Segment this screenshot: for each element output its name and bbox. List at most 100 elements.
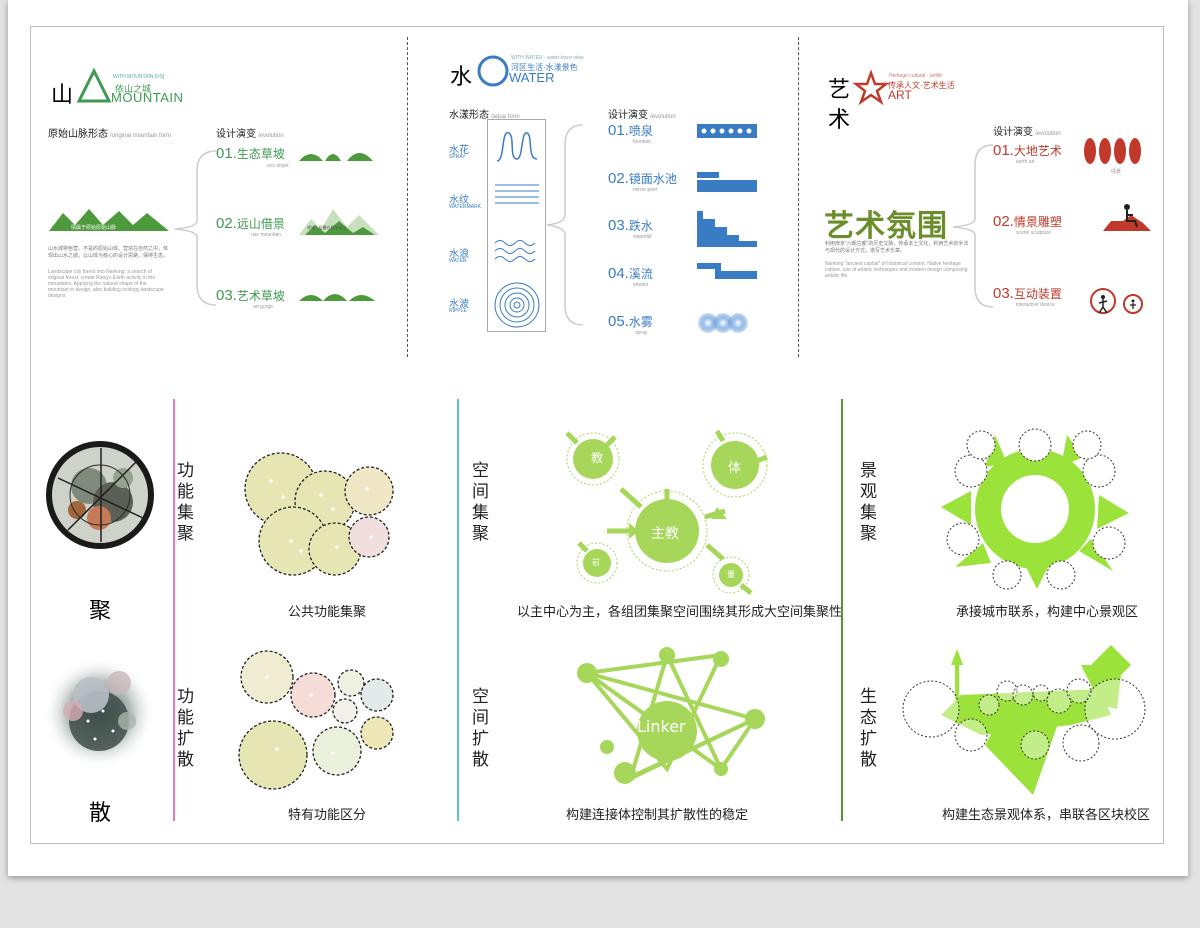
func-gather-label: 功能集聚 xyxy=(177,461,194,544)
space-spread-label: 空间扩散 xyxy=(472,687,489,770)
func-gather-bubbles xyxy=(244,452,394,576)
water-form-2-en: WATERMARK xyxy=(449,204,481,210)
bubble-b: 量 xyxy=(727,570,735,579)
caption-center: 以主中心为主，各组团集聚空间围绕其形成大空间集聚性 xyxy=(517,605,843,620)
art-title-en: ART xyxy=(888,88,912,102)
mountain-desc-cn: 山水城特色营，不是的原始山体。营造在自然之中，体现出山水之城，以山体为核心的设计… xyxy=(48,246,169,259)
art-evo-title: 设计演变/evolution xyxy=(993,127,1061,138)
art-item-1-note: 情景 xyxy=(1111,169,1122,175)
mountain-item-2-en: use mountain xyxy=(251,232,282,238)
water-item-1-en: fountain xyxy=(633,139,651,145)
teal-divider xyxy=(457,399,459,821)
use-mountain-shape xyxy=(299,209,379,235)
art-subtitle: 传承人文·艺术生活 xyxy=(888,81,955,90)
water-item-1: 01.喷泉 xyxy=(608,122,653,139)
water-small-en: WITH WATER · water-trace view xyxy=(511,55,584,61)
water-item-4-en: stream xyxy=(633,282,649,288)
water-form-4-en: RIPPLE xyxy=(449,308,467,314)
mountain-bracket xyxy=(174,150,217,306)
earth-art-shape xyxy=(1084,138,1141,164)
bubble-a: 前 xyxy=(592,558,600,567)
spread-painting xyxy=(43,657,155,769)
water-form-3-en: WATER xyxy=(449,258,467,264)
art-char-1: 艺 xyxy=(828,78,851,103)
art-small-en: Heritage cultural · artlife xyxy=(889,73,943,79)
mountain-item-3: 03.艺术草坡 xyxy=(216,287,285,304)
water-title-en: WATER xyxy=(509,70,555,85)
water-form-title: 水漾形态/aqua form xyxy=(449,110,520,121)
water-item-3: 03.跌水 xyxy=(608,217,653,234)
divider-1 xyxy=(407,37,408,357)
star-icon xyxy=(852,69,890,106)
mountain-item-1: 01.生态草坡 xyxy=(216,145,285,162)
water-item-5-en: spray xyxy=(635,330,648,336)
caption-special-func: 特有功能区分 xyxy=(288,808,367,823)
eco-spread-diagram xyxy=(902,645,1146,795)
mountain-item-3-en: art gorge xyxy=(253,304,274,310)
original-mountain-shape xyxy=(49,209,169,231)
art-item-3-en: interactive device xyxy=(1016,302,1055,308)
bubble-teach: 教 xyxy=(591,451,604,465)
art-item-2-en: scene sculpture xyxy=(1016,230,1052,236)
divider-2 xyxy=(798,37,799,357)
water-form-4: 水波 xyxy=(449,299,469,310)
mountain-item-2: 02.远山借景 xyxy=(216,215,285,232)
water-form-1: 水花 xyxy=(449,145,469,156)
waterfall-icon xyxy=(697,211,757,247)
pink-divider xyxy=(173,399,175,821)
space-gather-label: 空间集聚 xyxy=(472,461,489,544)
art-char-2: 术 xyxy=(828,108,851,133)
scene-sculpture-shape xyxy=(1103,204,1151,231)
gather-char: 聚 xyxy=(89,599,112,624)
art-item-2: 02.情景雕塑 xyxy=(993,213,1062,230)
water-item-2: 02.镜面水池 xyxy=(608,170,677,187)
circle-icon xyxy=(477,55,509,87)
caption-city: 承接城市联系，构建中心景观区 xyxy=(956,605,1139,620)
water-subtitle: 河区生活·水漾景色 xyxy=(511,63,578,72)
stream-icon xyxy=(697,263,757,279)
mountain-char: 山 xyxy=(51,83,74,108)
interactive-device-shape xyxy=(1090,288,1143,314)
mountain-small-en: WITH MOUNTAIN [VS] xyxy=(113,74,165,80)
water-item-2-en: mirror pool xyxy=(633,187,657,193)
linker-label: Linker xyxy=(637,717,686,736)
space-gather-diagram xyxy=(565,429,768,595)
bubble-main: 主教 xyxy=(651,526,679,542)
board-frame: 山 WITH MOUNTAIN [VS] 依山之城 MOUNTAIN 原始山脉形… xyxy=(30,26,1164,844)
caption-linker: 构建连接体控制其扩散性的稳定 xyxy=(566,808,749,823)
landscape-gather-diagram xyxy=(941,428,1129,590)
spread-char: 散 xyxy=(89,801,112,826)
mountain-subtitle: 依山之城 xyxy=(115,84,152,94)
art-atmosphere: 艺术氛围 xyxy=(824,209,948,244)
mountain-base-caption: 情属于原始原始山脉 xyxy=(71,225,117,231)
caption-public-func: 公共功能集聚 xyxy=(288,605,367,620)
mountain-evo-title: 设计演变/evolution xyxy=(216,129,284,140)
mountain-title-en: MOUNTAIN xyxy=(111,90,184,105)
landscape-gather-label: 景观集聚 xyxy=(860,461,877,544)
func-spread-bubbles xyxy=(238,650,394,790)
water-form-2: 水纹 xyxy=(449,195,469,206)
space-spread-diagram xyxy=(577,647,765,784)
water-char: 水 xyxy=(450,65,473,90)
triangle-icon xyxy=(76,67,112,103)
fountain-icon xyxy=(697,124,757,138)
art-item-1: 01.大地艺术 xyxy=(993,142,1062,159)
art-gorge-shape xyxy=(299,294,375,301)
water-form-3: 水浪 xyxy=(449,249,469,260)
gather-painting xyxy=(46,441,154,549)
green-divider xyxy=(841,399,843,821)
water-item-4: 04.溪流 xyxy=(608,265,653,282)
water-form-1-en: SPRAY xyxy=(449,154,466,160)
eco-spread-label: 生态扩散 xyxy=(860,687,877,770)
mountain-item-1-en: eco-slope xyxy=(267,163,289,169)
func-spread-label: 功能扩散 xyxy=(177,687,194,770)
water-item-3-en: waterfall xyxy=(633,234,652,240)
spray-icon xyxy=(698,313,748,333)
water-item-5: 05.水雾 xyxy=(608,313,653,330)
water-forms-box xyxy=(487,119,584,332)
art-desc-cn: 利用南京“六朝古都”的历史文脉，传承本土文化，利用艺术的手法与现代的设计方式，谱… xyxy=(825,241,969,254)
mountain-item-2-note: 原始 · 层叠在原形远山 xyxy=(307,225,347,230)
caption-eco: 构建生态景观体系，串联各区块校区 xyxy=(942,808,1151,823)
mirror-pool-icon xyxy=(697,172,757,192)
mountain-desc-en: Landscape city forest into Nanking: a se… xyxy=(48,269,164,299)
